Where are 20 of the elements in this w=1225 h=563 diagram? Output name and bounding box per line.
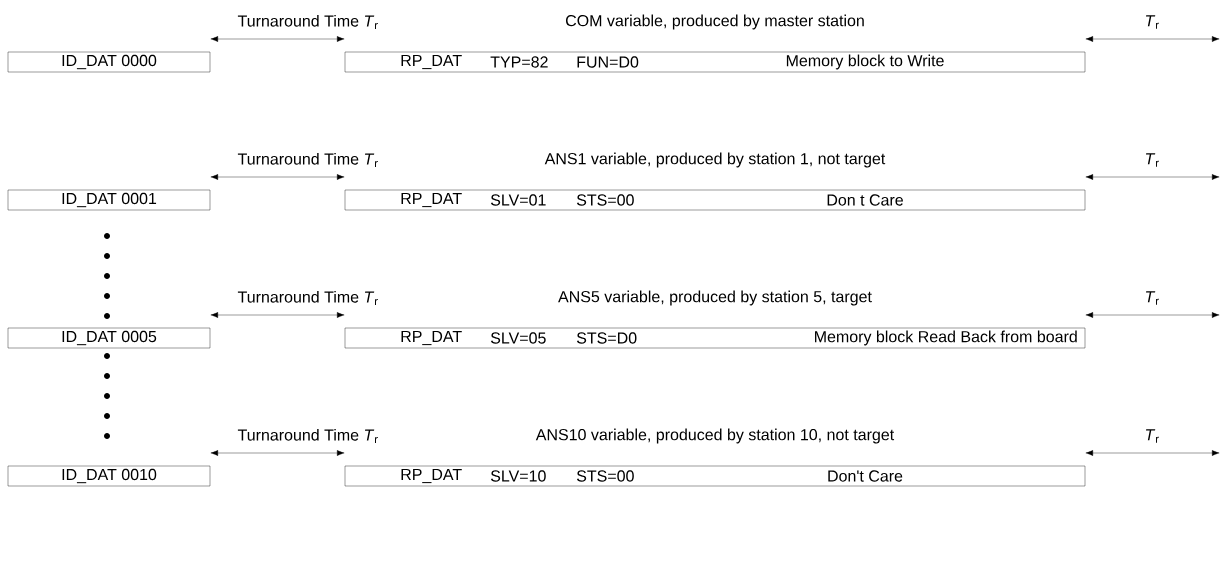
variable-caption: COM variable, produced by master station: [566, 14, 864, 30]
id-frame-box: ID_DAT 0010: [7, 465, 211, 487]
data-frame-box: RP_DAT SLV=01 STS=00 Don t Care: [344, 189, 1086, 211]
dimension-label: Turnaround Time T$_{r}$: [237, 290, 378, 306]
dimension-label: T$_{r}$: [1146, 291, 1159, 305]
dimension-label: Turnaround Time T$_{r}$: [237, 428, 378, 444]
data-frame-box: RP_DAT SLV=05 STS=D0 Memory block Read Back from board: [344, 327, 1086, 349]
data-frame-box: RP_DAT TYP=82 FUN=D0 Memory block to Write: [344, 51, 1086, 73]
variable-caption: ANS10 variable, produced by station 10, not target: [535, 428, 895, 444]
dimension-label: T$_{r}$: [1146, 15, 1159, 29]
variable-caption: ANS5 variable, produced by station 5, target: [558, 290, 872, 306]
data-frame-box: RP_DAT SLV=10 STS=00 Don't Care: [344, 465, 1086, 487]
id-frame-box: ID_DAT 0001: [7, 189, 211, 211]
id-frame-box: ID_DAT 0000: [7, 51, 211, 73]
dimension-label: Turnaround Time T$_{r}$: [237, 14, 378, 30]
id-frame-box: ID_DAT 0005: [7, 327, 211, 349]
dimension-label: T$_{r}$: [1146, 153, 1159, 167]
dimension-label: T$_{r}$: [1146, 429, 1159, 443]
dimension-label: Turnaround Time T$_{r}$: [237, 152, 378, 168]
variable-caption: ANS1 variable, produced by station 1, not target: [544, 152, 886, 168]
